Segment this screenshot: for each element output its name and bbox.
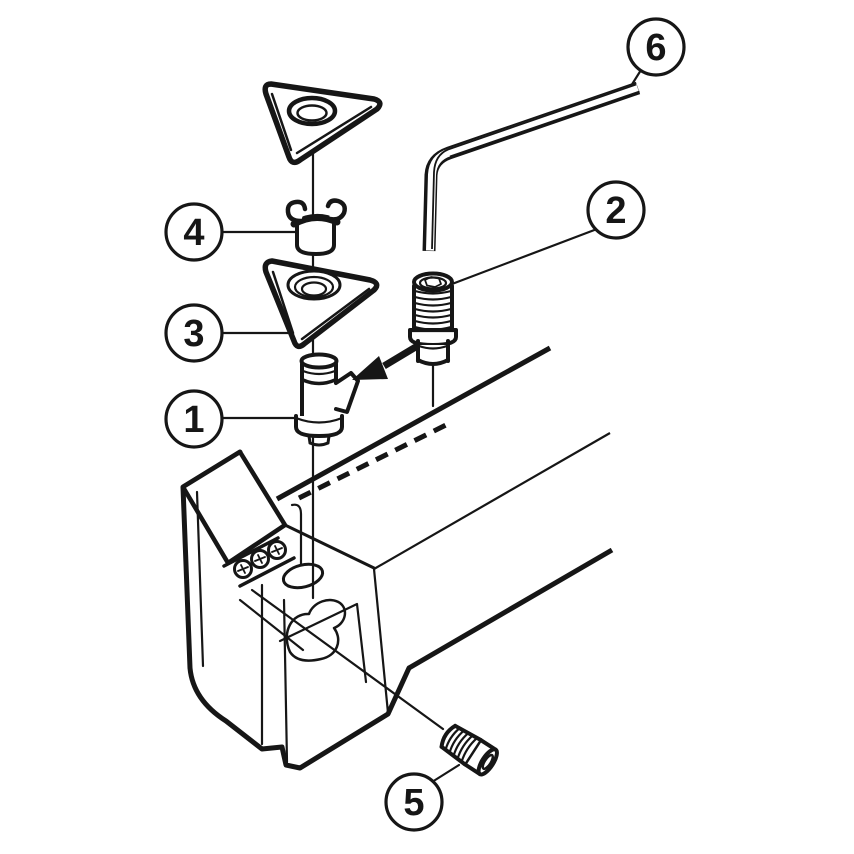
clamp-ear-right	[325, 198, 347, 222]
pin-groove-2	[301, 378, 337, 386]
callout-2-circle	[586, 180, 646, 240]
shim-screw-hole	[285, 598, 347, 662]
shim-hole-bore	[300, 281, 328, 297]
screw5-threads	[444, 727, 479, 764]
shim-screw-axis-line	[250, 588, 445, 731]
leader-5	[430, 763, 461, 784]
pin-lever-arm	[334, 371, 360, 414]
left-chamfer-line	[195, 490, 205, 668]
screw5-step	[463, 738, 483, 766]
pin-groove-1	[301, 369, 337, 376]
callout-6-label: 6	[645, 27, 666, 69]
arrow-shaft	[382, 341, 421, 370]
front-inner-edge-2	[282, 598, 289, 764]
rail-top-line	[222, 536, 280, 568]
clamp-ear-left	[285, 199, 308, 224]
coolant-groove-line	[290, 503, 303, 570]
pin-stub	[307, 434, 331, 447]
shim-insert	[262, 258, 380, 350]
callout-5: 5	[384, 772, 444, 832]
callout-6: 6	[626, 17, 686, 77]
screw2-hex-socket	[424, 276, 442, 288]
pocket-edge-2	[238, 598, 305, 652]
lever-pin	[294, 352, 360, 447]
pin-top	[299, 352, 339, 370]
hidden-edge-dashed-line	[297, 421, 450, 501]
callout-4-label: 4	[183, 212, 204, 254]
hex-key	[422, 81, 641, 252]
shim-hole-mid	[293, 275, 335, 299]
insert-hole-bore	[296, 104, 328, 122]
body-outline	[180, 449, 412, 771]
callout-5-label: 5	[403, 782, 424, 824]
rail-bottom-line	[238, 556, 296, 588]
clamp-spring	[285, 198, 347, 256]
leader-2	[450, 227, 599, 286]
screw5-socket	[481, 753, 495, 771]
head-top-face-edge	[283, 523, 376, 570]
pin-flange-top	[294, 416, 344, 424]
cutting-insert	[262, 81, 383, 166]
callout-6-circle	[626, 17, 686, 77]
hex-key-facet-1	[431, 83, 637, 250]
callout-leaders	[220, 68, 643, 784]
shank-middle-edge	[373, 432, 611, 570]
callout-3: 3	[164, 303, 224, 363]
screw2-lower-ring	[417, 344, 449, 350]
shank-top-edge	[275, 345, 552, 502]
shim-thickness-left	[271, 270, 295, 335]
direction-arrow	[352, 341, 421, 380]
callout-1: 1	[164, 389, 224, 449]
callout-1-label: 1	[183, 399, 204, 441]
callout-1-circle	[164, 389, 224, 449]
screw2-threads	[413, 289, 453, 331]
serration-rail	[222, 536, 296, 588]
shank-bottom-edge	[407, 547, 614, 671]
callout-4-circle	[164, 202, 224, 262]
callout-3-circle	[164, 303, 224, 363]
screw2-lower-sides	[416, 339, 450, 363]
callout-2: 2	[586, 180, 646, 240]
hex-key-facet-2	[449, 90, 640, 158]
callout-4: 4	[164, 202, 224, 262]
clamp-base	[295, 222, 336, 256]
shim-screw	[439, 723, 499, 777]
shim-hole-outer	[286, 269, 342, 301]
toolholder-body	[180, 345, 614, 771]
screw2-sides	[412, 284, 454, 332]
arrow-head	[352, 356, 388, 380]
head-front-right-edge	[372, 567, 390, 715]
callout-5-circle	[384, 772, 444, 832]
callout-3-label: 3	[183, 313, 204, 355]
insert-thickness-right	[295, 105, 373, 155]
pin-flange	[294, 414, 344, 438]
rail-screw-slots	[237, 545, 283, 574]
callout-2-label: 2	[605, 190, 626, 232]
insert-thickness-left	[270, 92, 293, 152]
body-fill	[183, 348, 612, 768]
screw2-lower-fill	[418, 345, 448, 364]
screw2-bottom	[416, 358, 450, 366]
adjustment-screw	[408, 271, 458, 366]
shim-thickness-right	[300, 287, 371, 341]
